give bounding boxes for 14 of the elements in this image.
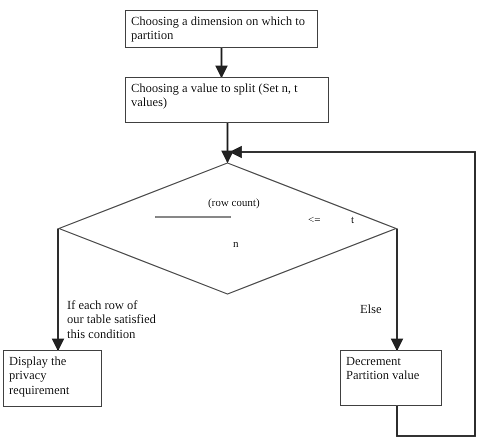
arrow [221,123,234,164]
process-box: Decrement Partition value [340,350,442,406]
process-box: Display the privacy requirement [3,350,102,407]
arrow [215,48,228,78]
condition-text: t [351,214,354,226]
arrow [229,146,476,437]
condition-text: n [233,238,238,250]
condition-text: (row count) [208,197,260,209]
process-box: Choosing a dimension on which to partition [125,10,318,48]
process-box: Choosing a value to split (Set n, t values) [125,77,329,123]
arrow [52,228,64,352]
edge-label: If each row of our table satisfied this condition [67,298,157,342]
condition-text: <= [308,214,320,226]
arrow [390,228,404,352]
